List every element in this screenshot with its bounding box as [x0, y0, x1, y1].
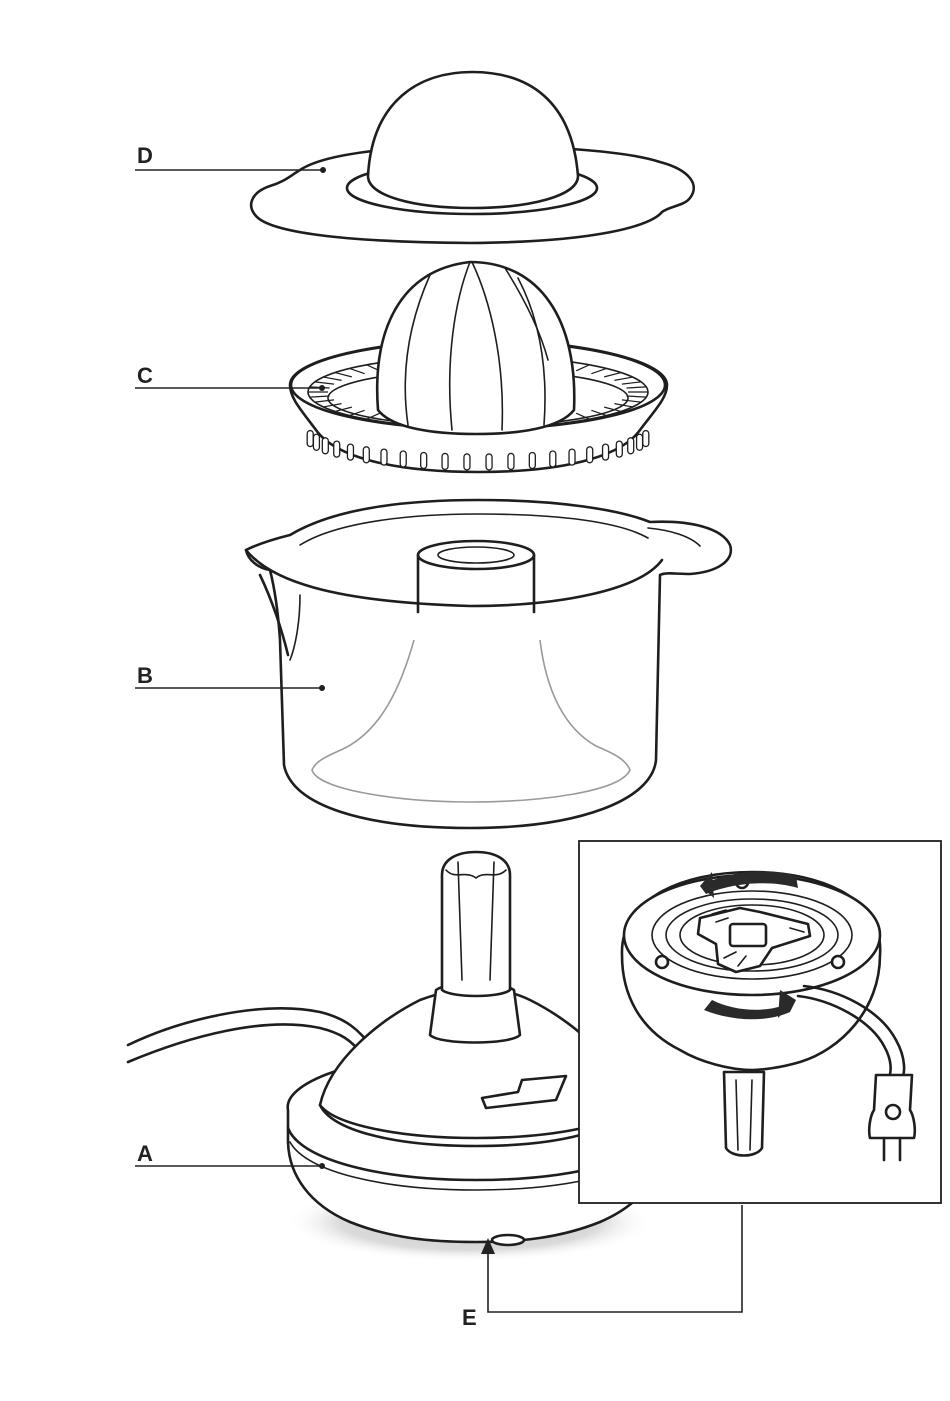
inset-cord-storage [579, 841, 941, 1203]
strainer-slot [529, 452, 535, 468]
strainer-slot [400, 451, 406, 467]
strainer-slot [307, 431, 313, 447]
part-c-reamer-strainer [290, 262, 667, 472]
strainer-slot [334, 441, 340, 457]
strainer-slot [421, 452, 427, 468]
strainer-slot [587, 447, 593, 463]
label-c: C [137, 363, 153, 388]
strainer-slot [464, 454, 470, 470]
strainer-slot [363, 447, 369, 463]
strainer-slot [313, 434, 319, 450]
label-d: D [137, 143, 153, 168]
strainer-slot [603, 444, 609, 460]
strainer-slot [550, 451, 556, 467]
label-e: E [462, 1305, 477, 1330]
part-d-cover [251, 72, 694, 243]
strainer-slot [616, 441, 622, 457]
strainer-slot [628, 438, 634, 454]
strainer-slot [347, 444, 353, 460]
strainer-slot [381, 449, 387, 465]
strainer-slot [322, 438, 328, 454]
part-b-jug [246, 500, 731, 828]
strainer-slot [637, 434, 643, 450]
strainer-slot [486, 454, 492, 470]
strainer-slot [569, 449, 575, 465]
strainer-slot [508, 453, 514, 469]
strainer-slot [643, 431, 649, 447]
strainer-slot [442, 453, 448, 469]
label-b: B [137, 663, 153, 688]
label-a: A [137, 1141, 153, 1166]
